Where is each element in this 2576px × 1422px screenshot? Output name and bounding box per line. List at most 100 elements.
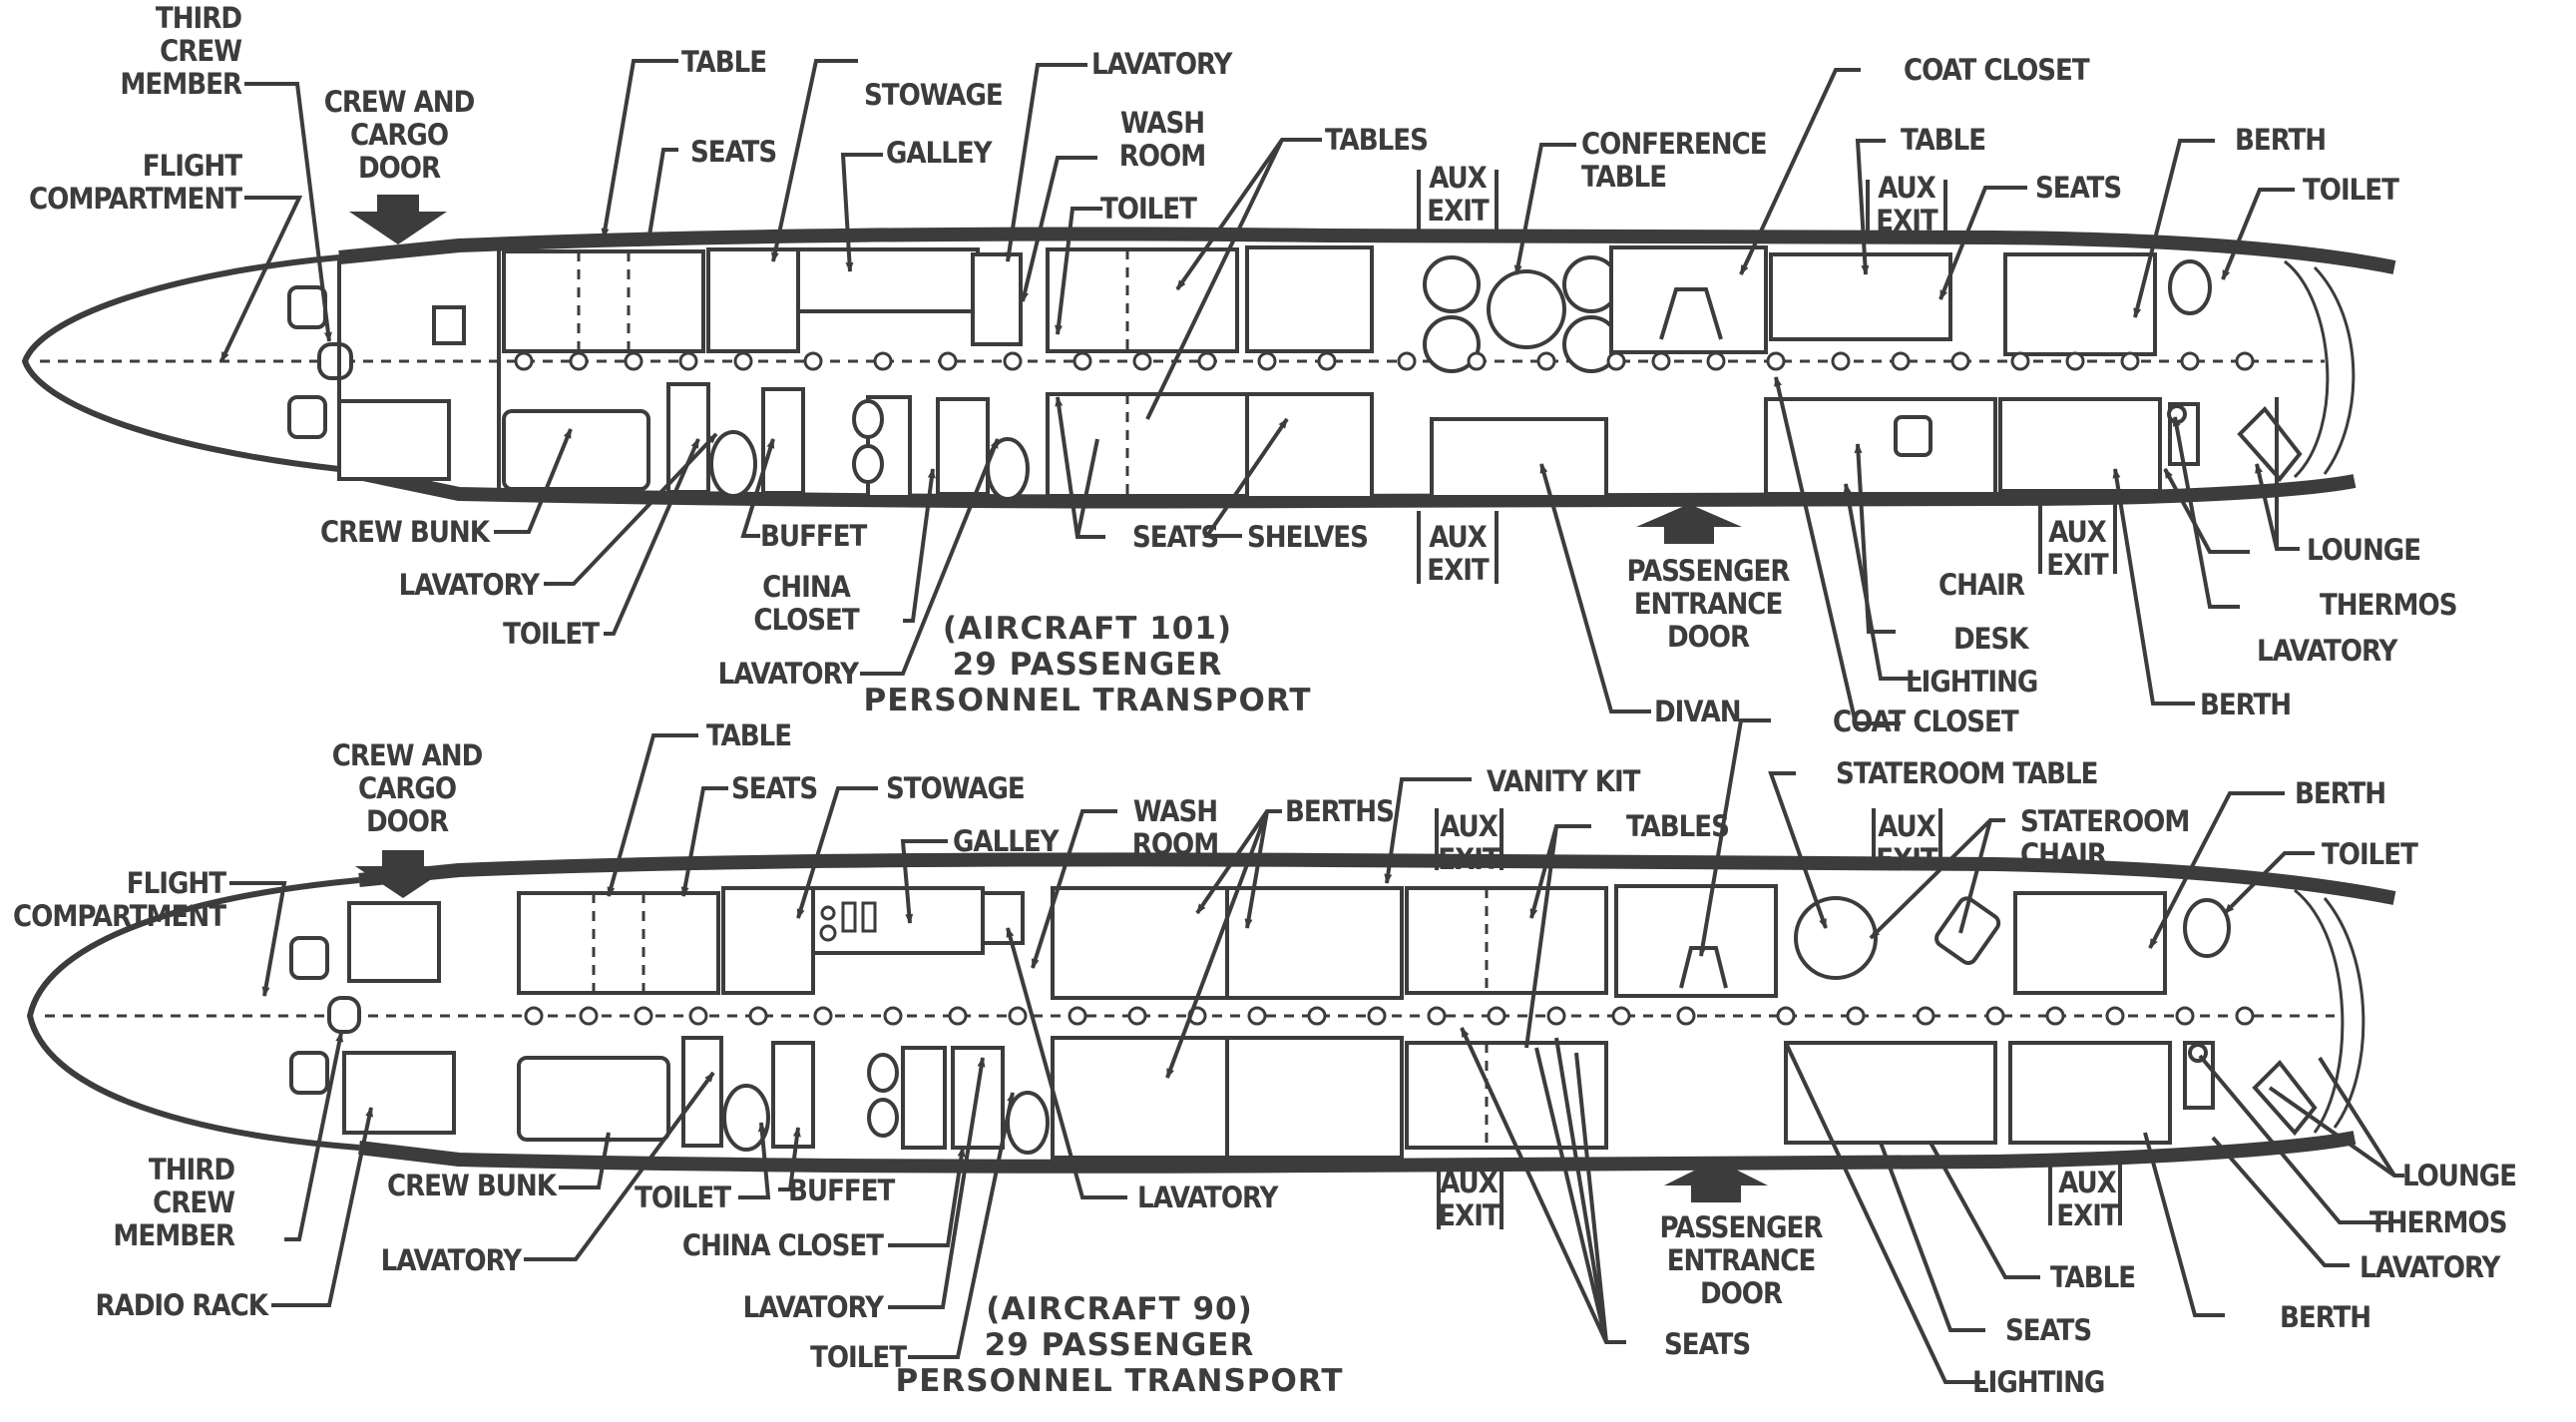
crew-bunk — [502, 409, 650, 491]
label-radio-rack: RADIO RACK — [95, 1288, 269, 1322]
label-crew-cargo-door-line: CARGO — [350, 118, 448, 152]
toilet-aft — [2183, 898, 2231, 958]
label-tables: TABLES — [1325, 123, 1428, 157]
label-tables: TABLES — [1626, 809, 1729, 843]
label-coat-closet: COAT CLOSET — [1904, 53, 2090, 87]
desk-area — [1764, 397, 1997, 496]
label-crew-cargo-door-line: DOOR — [358, 151, 441, 185]
aircraft-90-caption-line: PERSONNEL TRANSPORT — [895, 1363, 1343, 1399]
lavatory-mid — [936, 397, 990, 496]
toilet-aft — [2168, 259, 2212, 315]
label-aux-exit-bottom-1-line: EXIT — [1427, 553, 1490, 587]
label-stateroom-chair-line: CHAIR — [2020, 837, 2107, 871]
label-divan: DIVAN — [1654, 695, 1741, 728]
shelves-top — [1245, 245, 1374, 353]
chair — [1894, 415, 1932, 457]
galley — [811, 886, 985, 955]
stateroom-table — [1794, 896, 1878, 980]
label-wash-room-line: WASH — [1120, 106, 1204, 140]
label-aux-exit-top-1-line: AUX — [1429, 161, 1487, 195]
buffet — [771, 1041, 815, 1149]
label-wash-room-line: WASH — [1133, 794, 1217, 828]
label-seats-fwd: SEATS — [690, 135, 776, 169]
label-galley: GALLEY — [886, 136, 994, 170]
label-crew-cargo-door-line: DOOR — [366, 804, 449, 838]
crew-seat — [287, 395, 327, 439]
label-aux-exit-top-1-line: EXIT — [1427, 194, 1490, 228]
label-aux-exit-top-2-line: EXIT — [1876, 204, 1938, 237]
label-passenger-entrance-door-line: DOOR — [1667, 620, 1750, 654]
aft-seats — [1784, 1041, 1997, 1145]
label-aux-exit-bottom-2-line: AUX — [2048, 515, 2106, 549]
label-crew-cargo-door-line: CARGO — [358, 771, 456, 805]
berth-aft-bottom — [1225, 1036, 1404, 1160]
label-aux-exit-bottom-2-line: EXIT — [2046, 548, 2109, 582]
label-wash-room-line: ROOM — [1119, 139, 1205, 173]
label-buffet: BUFFET — [788, 1174, 896, 1207]
label-desk: DESK — [1953, 622, 2030, 656]
radio-rack — [342, 1051, 456, 1135]
stateroom-chair — [1934, 896, 2001, 965]
shelves-bottom — [1245, 392, 1374, 500]
cabin-lights — [514, 351, 2255, 371]
berth-top — [2013, 891, 2167, 995]
buffet — [761, 387, 805, 495]
toilet-fwd — [709, 430, 757, 498]
passenger-door-arrow — [1664, 1160, 1768, 1202]
label-aux-exit-bottom-1-line: AUX — [1440, 1166, 1498, 1199]
label-toilet-fwd: TOILET — [635, 1181, 731, 1214]
label-seats-mid: SEATS — [1132, 520, 1218, 554]
label-crew-cargo-door-line: CREW AND — [332, 738, 483, 772]
label-coat-closet: COAT CLOSET — [1833, 705, 2019, 738]
label-shelves: SHELVES — [1247, 520, 1368, 554]
label-aux-exit-bottom-2-line: EXIT — [2056, 1198, 2119, 1232]
label-aux-exit-top-2-line: EXIT — [1876, 842, 1938, 876]
label-berths: BERTHS — [1285, 794, 1394, 828]
third-crew-seat — [317, 342, 353, 380]
label-third-crew-member-line: THIRD — [156, 1, 241, 35]
label-flight-compartment-line: FLIGHT — [127, 866, 226, 900]
crew-seat — [287, 285, 327, 329]
door-arrows — [355, 850, 1768, 1202]
cabin-interior — [289, 884, 2318, 1160]
lounge-seat — [2237, 405, 2303, 483]
label-passenger-entrance-door-line: DOOR — [1700, 1276, 1783, 1310]
label-wash-room-line: ROOM — [1132, 827, 1218, 861]
aircraft-90-caption-line: (AIRCRAFT 90) — [986, 1291, 1253, 1327]
label-toilet-aft: TOILET — [2303, 173, 2399, 207]
seat — [867, 1098, 899, 1138]
label-aux-exit-bottom-1-line: AUX — [1429, 520, 1487, 554]
label-seats-aft: SEATS — [2035, 171, 2121, 205]
berth-top — [2003, 252, 2157, 356]
seat — [852, 399, 884, 439]
stowage — [721, 886, 815, 995]
label-passenger-entrance-door-line: ENTRANCE — [1667, 1243, 1816, 1277]
label-crew-bunk: CREW BUNK — [387, 1169, 559, 1202]
label-lounge: LOUNGE — [2307, 533, 2420, 567]
label-berth-bottom: BERTH — [2280, 1300, 2370, 1334]
lavatory-wash — [981, 891, 1025, 945]
aircraft-90-plan — [26, 718, 2404, 1384]
seat — [852, 444, 884, 484]
label-table: TABLE — [706, 718, 791, 752]
crew-rest — [337, 399, 451, 481]
label-aux-exit-top-2-line: AUX — [1878, 171, 1935, 205]
label-flight-compartment-line: FLIGHT — [143, 149, 242, 183]
